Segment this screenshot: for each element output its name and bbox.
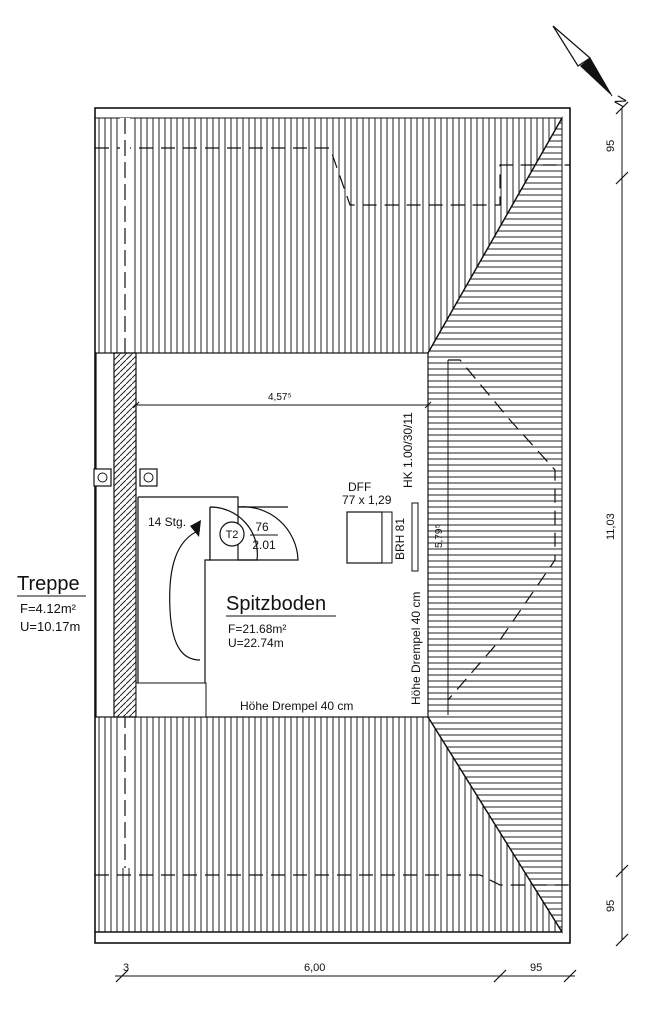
roof-outline bbox=[94, 107, 571, 944]
door-tag bbox=[219, 521, 245, 547]
overhang-bottom bbox=[95, 874, 570, 886]
north-label: N bbox=[611, 93, 630, 110]
vent-icon bbox=[93, 468, 112, 487]
door-height: 2.01 bbox=[252, 538, 276, 552]
door-width: 76 bbox=[255, 520, 269, 534]
skylight-sill: BRH 81 bbox=[393, 518, 407, 560]
overhang-right bbox=[447, 359, 556, 701]
dim-inner-width-text: 4,57⁵ bbox=[268, 392, 292, 403]
skylight-hk: HK 1.00/30/11 bbox=[401, 412, 415, 488]
dim-bottom-right: 95 bbox=[530, 962, 542, 974]
dim-right-bottom: 95 bbox=[605, 900, 617, 912]
knee-wall-bottom: Höhe Drempel 40 cm bbox=[240, 699, 353, 713]
sill-marker bbox=[411, 502, 419, 572]
room-area: F=21.68m² bbox=[228, 622, 286, 636]
overhang-top bbox=[95, 147, 570, 206]
stair-path bbox=[169, 529, 201, 661]
stair-room-name: Treppe bbox=[17, 573, 80, 595]
hip-line-top bbox=[427, 117, 563, 354]
door-id: T2 bbox=[226, 529, 239, 541]
stair-room-perimeter: U=10.17m bbox=[20, 619, 80, 634]
dim-right-top: 95 bbox=[605, 140, 617, 152]
hip-line-bottom bbox=[427, 716, 563, 933]
skylight-outer bbox=[346, 511, 383, 564]
stair-arrow-icon bbox=[190, 520, 201, 537]
dim-sill-text: 5,79⁵ bbox=[434, 524, 445, 548]
dim-right-total: 11,03 bbox=[605, 513, 617, 540]
skylight-type: DFF bbox=[348, 480, 371, 494]
skylight-size: 77 x 1,29 bbox=[342, 493, 392, 507]
vent-icon bbox=[139, 468, 158, 487]
skylight-frame bbox=[381, 511, 393, 564]
room-name: Spitzboden bbox=[226, 593, 326, 615]
room-perimeter: U=22.74m bbox=[228, 636, 284, 650]
stair-steps: 14 Stg. bbox=[148, 515, 186, 529]
stair-landing bbox=[135, 682, 207, 718]
dim-bottom-left: 3 bbox=[123, 962, 129, 974]
knee-wall-right: Höhe Drempel 40 cm bbox=[409, 592, 423, 705]
stair-room-area: F=4.12m² bbox=[20, 601, 77, 616]
north-arrow-icon bbox=[552, 25, 613, 97]
dim-bottom-main: 6,00 bbox=[304, 962, 325, 974]
left-wall bbox=[113, 352, 137, 718]
